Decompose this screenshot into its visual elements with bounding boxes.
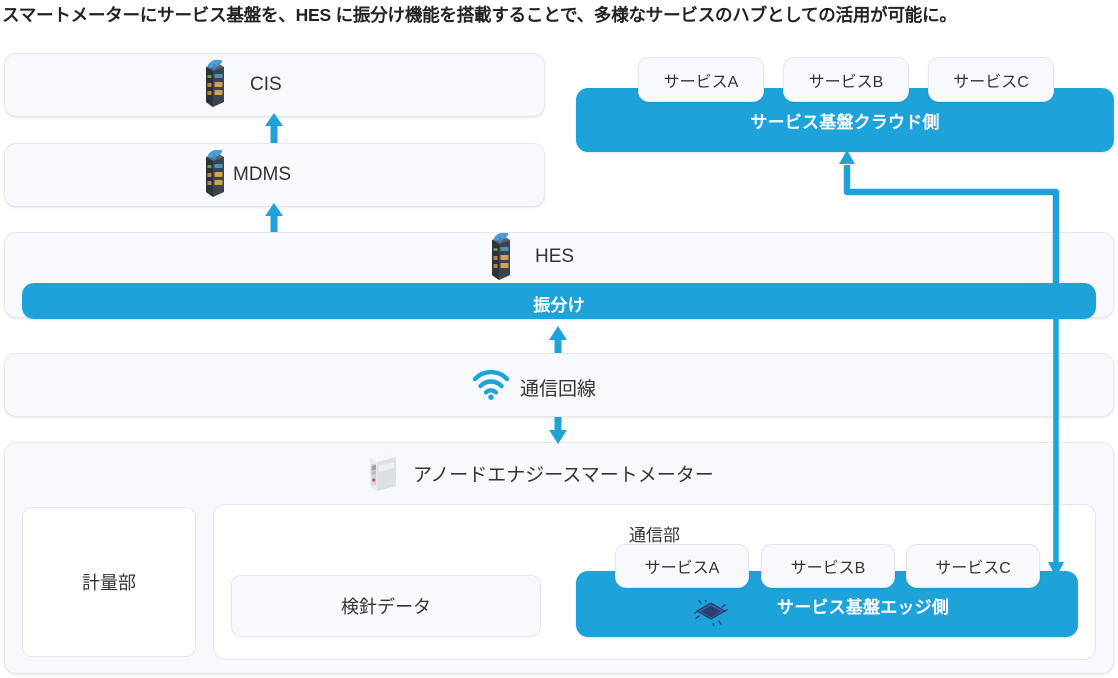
service-platform-cloud-label: サービス基盤クラウド側: [750, 113, 940, 132]
panel-cis-label: CIS: [250, 74, 282, 95]
cloud-service-tab-c-label: サービスC: [953, 73, 1029, 91]
page-title: スマートメーターにサービス基盤を、HES に振分け機能を搭載することで、多様なサ…: [2, 5, 957, 25]
cloud-service-tab-a[interactable]: サービスA: [638, 57, 764, 102]
edge-service-tab-a-label: サービスA: [644, 560, 720, 577]
server-rack-icon: [193, 149, 227, 200]
edge-service-tab-c[interactable]: サービスC: [906, 544, 1040, 588]
arrow-network-to-meter: [549, 417, 567, 444]
edge-service-tab-b[interactable]: サービスB: [761, 544, 895, 588]
arrow-mdms-to-cis: [265, 113, 283, 143]
panel-mdms: [4, 143, 545, 207]
panel-hes-label: HES: [535, 246, 575, 267]
reading-data-box: 検針データ: [231, 575, 541, 637]
server-rack-icon: [193, 59, 227, 110]
reading-data-label: 検針データ: [341, 597, 431, 617]
edge-service-tab-c-label: サービスC: [935, 560, 1011, 577]
panel-mdms-label: MDMS: [233, 164, 292, 185]
arrow-hes-to-mdms: [265, 203, 283, 232]
communication-unit-title: 通信部: [629, 526, 680, 545]
cloud-service-tab-b[interactable]: サービスB: [783, 57, 909, 102]
metering-unit-label: 計量部: [82, 573, 136, 593]
service-platform-edge-label: サービス基盤エッジ側: [777, 598, 949, 617]
edge-service-tab-a[interactable]: サービスA: [615, 544, 749, 588]
cloud-service-tab-c[interactable]: サービスC: [928, 57, 1054, 102]
wifi-icon: [472, 369, 510, 400]
cloud-service-tab-b-label: サービスB: [808, 73, 884, 91]
edge-service-tab-b-label: サービスB: [790, 560, 866, 577]
cloud-service-tab-a-label: サービスA: [663, 73, 739, 91]
panel-cis: [4, 53, 545, 117]
arrow-network-to-hes: [549, 326, 567, 353]
server-rack-icon: [479, 232, 513, 283]
panel-network-label: 通信回線: [520, 379, 597, 400]
hes-distribution-label: 振分け: [533, 296, 585, 315]
chip-icon: [693, 598, 729, 627]
panel-network: [4, 353, 1114, 417]
panel-smart-meter-label: アノードエナジースマートメーター: [413, 465, 714, 486]
metering-unit-box: 計量部: [22, 507, 196, 657]
smart-meter-icon: [362, 450, 404, 494]
hes-distribution-bar: 振分け: [22, 283, 1096, 319]
